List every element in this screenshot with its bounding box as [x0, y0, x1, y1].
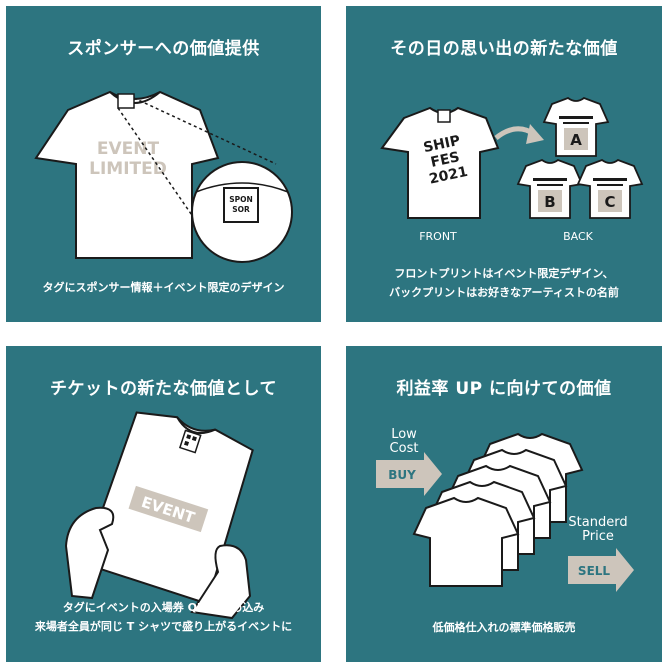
low-cost-line2: Cost — [390, 441, 419, 456]
shirt-print-line3: 2021 — [428, 164, 469, 188]
standerd-price-line1: Standerd — [568, 515, 627, 530]
panel-memory-value: その日の思い出の新たな価値 SHIP FES 2021 A B — [346, 6, 662, 322]
shirt-print-line2: FES — [429, 149, 461, 171]
low-cost-line1: Low — [391, 427, 417, 442]
stacked-shirts-illustration: Low Cost BUY Standerd Price SELL — [376, 427, 634, 592]
buy-label: BUY — [388, 468, 416, 482]
back-letter-a: A — [570, 131, 582, 149]
panel-ticket-value: チケットの新たな価値として EVENT タグにイベントの入場券 QR を埋め込み… — [6, 346, 321, 662]
panel-caption-line2: バックプリントはお好きなアーティストの名前 — [389, 286, 619, 299]
front-back-illustration: SHIP FES 2021 A B C — [380, 96, 644, 243]
panel-caption-line2: 来場者全員が同じ T シャツで盛り上がるイベントに — [34, 620, 293, 633]
buy-arrow: BUY — [376, 452, 442, 496]
panel-caption-line1: タグにイベントの入場券 QR を埋め込み — [62, 601, 265, 614]
panel-sponsor-value: スポンサーへの価値提供 EVENT LIMITED SPON SOR タグにスポ… — [6, 6, 321, 322]
panel-profit-value: 利益率 UP に向けての価値 Low Cost BUY Standerd Pri… — [346, 346, 662, 662]
tshirt-front-icon — [380, 106, 500, 219]
back-letter-b: B — [544, 193, 555, 211]
sell-arrow: SELL — [568, 548, 634, 592]
panel-title: チケットの新たな価値として — [50, 379, 277, 399]
shirt-print-line2: LIMITED — [89, 159, 167, 179]
sell-label: SELL — [578, 564, 610, 578]
right-hand-icon — [190, 544, 252, 620]
left-hand-icon — [64, 506, 115, 600]
shirt-print-line1: EVENT — [97, 139, 160, 159]
panel-caption: 低価格仕入れの標準価格販売 — [432, 621, 576, 634]
qr-tag-icon — [178, 429, 202, 454]
panel-title: その日の思い出の新たな価値 — [390, 39, 618, 59]
tshirt-back-a-icon: A — [542, 96, 610, 157]
front-label: FRONT — [419, 230, 457, 243]
standerd-price-line2: Price — [582, 529, 614, 544]
tag-text-line2: SOR — [232, 205, 250, 214]
shirt-print-line1: SHIP — [422, 133, 462, 156]
tshirt-back-b-icon: B — [516, 158, 584, 219]
tag-text-line1: SPON — [229, 195, 253, 204]
folded-shirt-illustration: EVENT — [64, 411, 254, 620]
panel-title: スポンサーへの価値提供 — [67, 39, 260, 59]
panel-caption-line1: フロントプリントはイベント限定デザイン、 — [394, 267, 614, 280]
panel-title: 利益率 UP に向けての価値 — [396, 379, 612, 399]
tshirt-back-c-icon: C — [576, 158, 644, 219]
back-label: BACK — [563, 230, 594, 243]
tag-icon — [117, 93, 135, 109]
tshirt-tag-illustration: EVENT LIMITED SPON SOR — [34, 90, 293, 263]
tshirt-stack-icon — [412, 496, 520, 587]
back-letter-c: C — [604, 193, 615, 211]
panel-caption: タグにスポンサー情報＋イベント限定のデザイン — [42, 281, 285, 294]
